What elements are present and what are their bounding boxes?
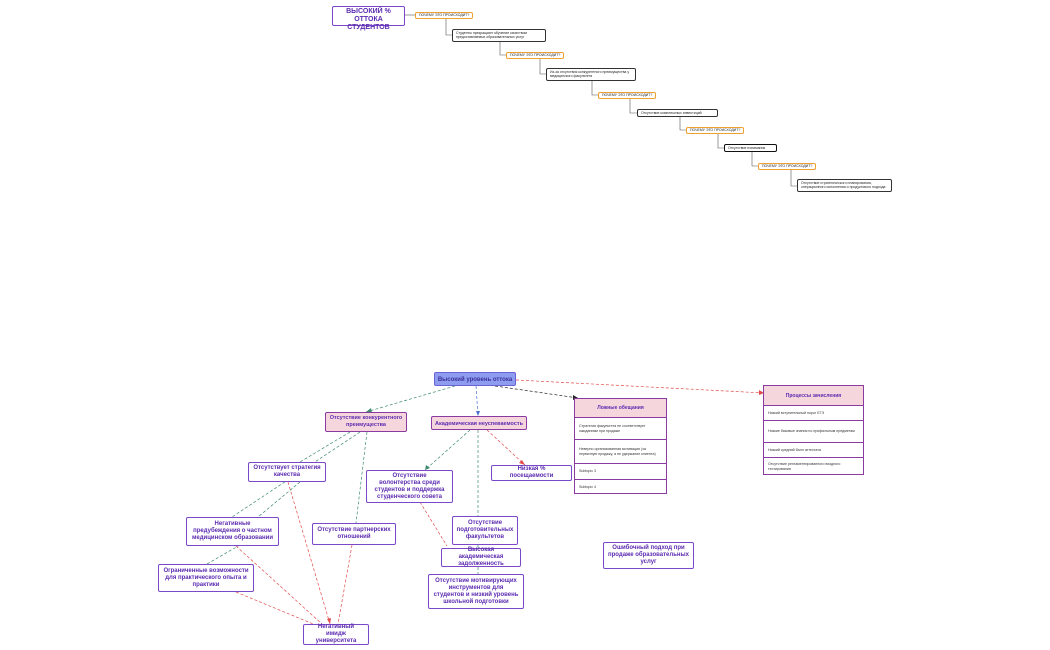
table-row: Низкий средний балл аттестата bbox=[764, 443, 863, 458]
chain-link-7 bbox=[679, 117, 686, 131]
node-negative-image: Негативный имидж университета bbox=[303, 624, 369, 645]
link-comp-partners bbox=[355, 431, 368, 524]
answer-box-2: Из-за отсутствия конкурентного преимущес… bbox=[546, 68, 636, 81]
link-volunteer-debt bbox=[419, 501, 448, 547]
link-academic-volunteer bbox=[424, 429, 471, 471]
link-prejudice-image bbox=[235, 545, 323, 625]
node-low-attendance: Низкая % посещаемости bbox=[491, 465, 572, 481]
chain-link-2 bbox=[445, 19, 452, 36]
chain-link-5 bbox=[591, 78, 598, 96]
branch-competitive: Отсутствие конкурентного преимущества bbox=[325, 412, 407, 432]
chain-link-8 bbox=[717, 134, 724, 149]
node-no-prep: Отсутствие подготовительных факультетов bbox=[452, 516, 518, 545]
table-row: Неверно организованная мотивация (за пер… bbox=[575, 440, 666, 464]
why-label-1: ПОЧЕМУ ЭТО ПРОИСХОДИТ? bbox=[415, 12, 474, 19]
table-row: Отсутствие регламентированного входного … bbox=[768, 462, 841, 471]
link-strategy-image bbox=[287, 481, 331, 625]
link-academic-attendance bbox=[486, 429, 526, 466]
table-enrollment-header: Процессы зачисления bbox=[764, 386, 863, 406]
link-root-competitive bbox=[365, 385, 456, 413]
table-false-promises: Ложные обещания Стратегия факультета не … bbox=[574, 398, 667, 494]
table-row: Subtopic 3 bbox=[575, 464, 666, 480]
answer-box-3: Отсутствие комплексных инвестиций bbox=[637, 109, 718, 118]
table-row: Низкий вступительный порог ЕГЭ bbox=[764, 406, 863, 421]
chain-link-3 bbox=[499, 40, 506, 56]
branch-academic: Академическая неуспеваемость bbox=[431, 416, 527, 430]
why-label-4: ПОЧЕМУ ЭТО ПРОИСХОДИТ? bbox=[686, 127, 745, 134]
why-label-5: ПОЧЕМУ ЭТО ПРОИСХОДИТ? bbox=[758, 163, 817, 170]
link-prejudice-limited bbox=[206, 544, 241, 565]
chain-title: ВЫСОКИЙ % ОТТОКА СТУДЕНТОВ bbox=[332, 6, 405, 31]
link-strategy-prejudice bbox=[257, 481, 301, 518]
node-limited-practice: Ограниченные возможности для практическо… bbox=[158, 564, 254, 592]
node-no-partners: Отсутствие партнерских отношений bbox=[312, 523, 396, 545]
chain-link-10 bbox=[790, 170, 797, 187]
why-label-2: ПОЧЕМУ ЭТО ПРОИСХОДИТ? bbox=[506, 52, 565, 59]
chain-link-9 bbox=[751, 152, 758, 167]
node-wrong-approach: Ошибочный подход при продаже образовател… bbox=[603, 542, 694, 569]
answer-box-5: Отсутствие стратегического планирования,… bbox=[797, 179, 892, 192]
node-prejudice: Негативные предубеждения о частном медиц… bbox=[186, 517, 279, 546]
chain-link-6 bbox=[629, 99, 637, 114]
link-partners-image bbox=[337, 544, 353, 625]
link-comp-strategy bbox=[299, 431, 351, 463]
table-row: Стратегия факультета не соответствует ож… bbox=[575, 418, 666, 440]
chain-link-4 bbox=[539, 59, 546, 75]
root-node: Высокий уровень оттока bbox=[434, 372, 516, 386]
link-limited-image bbox=[235, 591, 319, 627]
table-row: Subtopic 4 bbox=[579, 485, 596, 490]
table-enrollment: Процессы зачисления Низкий вступительный… bbox=[763, 385, 864, 475]
why-label-3: ПОЧЕМУ ЭТО ПРОИСХОДИТ? bbox=[598, 92, 657, 99]
table-row: Низкие базовые знания по профильным пред… bbox=[764, 421, 863, 443]
node-volunteering: Отсутствие волонтерства среди студентов … bbox=[366, 470, 453, 503]
node-academic-debt: Высокая академическая задолженность bbox=[441, 547, 521, 567]
node-no-motivation: Отсутствие мотивирующих инструментов для… bbox=[428, 574, 524, 609]
answer-box-4: Отсутствие понимания bbox=[724, 144, 777, 153]
answer-box-1: Студенты прекращают обучение качеством п… bbox=[452, 29, 546, 42]
link-root-enrollment bbox=[515, 379, 765, 394]
table-false-promises-header: Ложные обещания bbox=[575, 399, 666, 418]
node-no-strategy: Отсутствует стратегия качества bbox=[248, 462, 326, 482]
link-root-promises bbox=[494, 385, 579, 399]
